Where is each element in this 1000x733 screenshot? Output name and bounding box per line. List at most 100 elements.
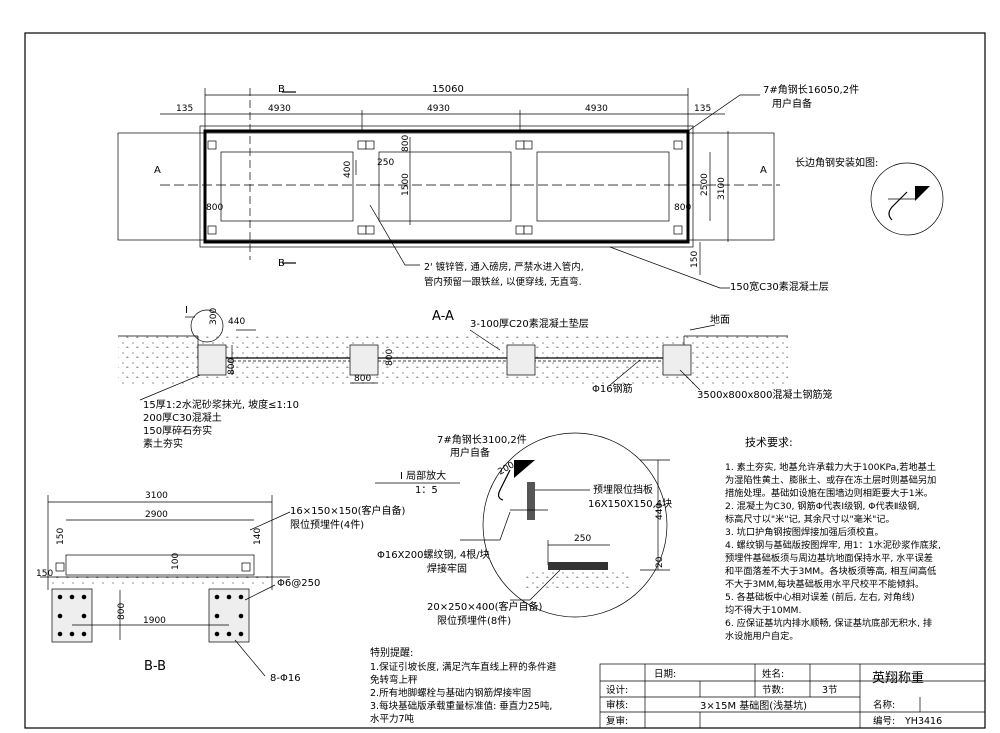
dim-440: 440 — [228, 317, 245, 327]
mark-i: I — [185, 305, 188, 316]
tech-line: 和平面落差不大于3MM。各块板须等高, 相互间高低 — [725, 565, 936, 577]
bb-dim-2900: 2900 — [145, 510, 168, 520]
detail-title: I 局部放大 — [400, 469, 446, 482]
dim-bay-1: 4930 — [268, 104, 291, 114]
note-angle-steel: 7#角钢长16050,2件 — [763, 83, 859, 96]
tips-line1: 1.保证引坡长度, 满足汽车直线上秤的条件避 — [370, 661, 557, 673]
tech-line: 不大于3MM,每块基础板用水平尺校平不能倾斜。 — [725, 578, 924, 590]
note-rebar: Φ16钢筋 — [592, 382, 633, 395]
tb-number-value: YH3416 — [904, 716, 942, 727]
bb-title: B-B — [144, 659, 166, 674]
section-b-top: B — [278, 84, 285, 95]
detail-i — [375, 432, 670, 618]
tech-line: 措施处理。基础如设施在围墙边则相距要大于1米。 — [725, 487, 933, 499]
tech-line: 5. 各基础板中心相对误差 (前后, 左右, 对角线) — [725, 591, 915, 603]
tb-section-count-label: 节数: — [762, 684, 784, 696]
tech-line: 1. 素土夯实, 地基允许承载力大于100KPa,若地基土 — [725, 461, 936, 473]
dim-800-h: 800 — [354, 374, 371, 384]
bb-dim-150-v: 150 — [56, 528, 66, 545]
detail-angle-note: 7#角钢长3100,2件 — [437, 433, 527, 446]
dim-bay-2: 4930 — [427, 104, 450, 114]
title-block — [599, 663, 986, 729]
tech-line: 水设施用户自定。 — [725, 630, 799, 642]
tb-review-label: 审核: — [606, 699, 628, 711]
tb-recheck-label: 复审: — [606, 715, 628, 727]
detail-embed-1: 20×250×400(客户自备) — [427, 600, 543, 613]
tips-line4: 3.每块基础版承载重量标准值: 垂直力25吨, — [370, 700, 552, 712]
bb-dim-100: 100 — [171, 553, 181, 570]
note-corner-install: 长边角钢安装如图: — [795, 156, 878, 169]
tech-title: 技术要求: — [745, 436, 793, 449]
plan-view — [117, 88, 944, 289]
tech-line: 预埋件基础板须与周边基坑地面保持水平, 水平误差 — [725, 552, 933, 564]
detail-stop-plate: 预埋限位挡板 — [593, 483, 653, 496]
tb-design-label: 设计: — [606, 684, 628, 696]
bb-dim-150-h: 150 — [36, 569, 53, 579]
bb-note-main-bar: 8-Φ16 — [270, 673, 301, 684]
bb-note-stirrup: Φ6@250 — [277, 578, 320, 589]
tb-date-label: 日期: — [654, 669, 676, 680]
bb-note-embed-1: 16×150×150(客户自备) — [290, 504, 406, 517]
tips-line3: 2.所有地脚螺栓与基础内钢筋焊接牢固 — [370, 687, 531, 699]
dim-left-margin: 135 — [176, 104, 193, 114]
detail-embed-2: 限位预埋件(8件) — [437, 614, 511, 627]
tech-line: 2. 混凝土为C30, 钢筋Φ代表Ⅰ级钢, Φ代表Ⅱ级钢, — [725, 500, 920, 512]
tech-line: 4. 螺纹钢与基础版按图焊牢, 用1：1水泥砂浆作底浆, — [725, 539, 941, 551]
detail-scale: 1：5 — [415, 485, 438, 496]
tb-section-count-value: 3节 — [822, 685, 838, 696]
note-ground: 地面 — [710, 313, 730, 326]
bb-note-embed-2: 限位预埋件(4件) — [290, 518, 364, 531]
dim-150: 150 — [690, 251, 700, 268]
detail-bolt-1: Φ16X200螺纹钢, 4根/块 — [377, 548, 490, 561]
tech-line: 均不得大于10MM. — [725, 604, 801, 616]
note-cushion: 3-100厚C20素混凝土垫层 — [470, 317, 589, 330]
tech-line: 为湿陷性黄土、膨胀土、或存在冻土层时则基础另加 — [725, 474, 936, 486]
dim-800-top: 800 — [401, 135, 411, 152]
bb-dim-3100: 3100 — [145, 491, 168, 501]
section-aa — [118, 309, 788, 401]
detail-bolt-2: 焊接牢固 — [427, 562, 467, 575]
tb-company: 英翔称重 — [872, 670, 924, 686]
dim-3100: 3100 — [717, 177, 727, 200]
drawing-frame — [24, 32, 986, 729]
note-user-supply: 用户自备 — [772, 97, 812, 110]
detail-dim-250: 250 — [574, 534, 591, 544]
tech-line: 标高尺寸以"米"记, 其余尺寸以"毫米"记。 — [725, 513, 895, 525]
tb-name2-label: 名称: — [873, 699, 895, 711]
layer-4: 素土夯实 — [143, 437, 183, 450]
bb-dim-140: 140 — [253, 528, 263, 545]
dim-800-r: 800 — [385, 349, 395, 366]
note-pipe-2: 管内预留一跟铁丝, 以便穿线, 无直弯. — [424, 276, 582, 288]
note-concrete-layer: 150宽C30素混凝土层 — [730, 280, 829, 293]
tips-line5: 水平力7吨 — [370, 713, 415, 725]
section-a-left: A — [154, 165, 161, 176]
tech-line: 6. 应保证基坑内排水顺畅, 保证基坑底部无积水, 排 — [725, 617, 932, 629]
section-aa-title: A-A — [432, 309, 454, 324]
dim-right-margin: 135 — [694, 104, 711, 114]
layer-2: 200厚C30混凝土 — [143, 411, 222, 424]
bb-dim-800: 800 — [117, 603, 127, 620]
dim-total: 15060 — [432, 84, 464, 95]
note-pipe-1: 2' 镀锌管, 通入磅房, 严禁水进入管内, — [424, 261, 584, 273]
tips-line2: 免转弯上秤 — [370, 674, 418, 686]
dim-800-left: 800 — [206, 203, 223, 213]
detail-user-supply: 用户自备 — [450, 446, 490, 459]
layer-3: 150厚碎石夯实 — [143, 424, 212, 437]
section-b-bottom: B — [278, 258, 285, 269]
tb-name-label: 姓名: — [762, 668, 784, 680]
dim-bay-3: 4930 — [585, 104, 608, 114]
dim-250: 250 — [377, 158, 394, 168]
tb-number-label: 编号: — [873, 715, 895, 727]
bb-dim-1900: 1900 — [143, 616, 166, 626]
detail-dim-200: 200 — [497, 460, 517, 477]
tb-drawing-title: 3×15M 基础图(浅基坑) — [700, 699, 807, 712]
detail-dim-20: 20 — [655, 556, 665, 568]
dim-800-right: 800 — [674, 203, 691, 213]
dim-300: 300 — [209, 308, 219, 325]
section-a-right: A — [760, 165, 767, 176]
tech-line: 3. 坑口护角钢按图焊接加强后须校直。 — [725, 526, 884, 538]
dim-800-v: 800 — [227, 358, 237, 375]
dim-2500: 2500 — [700, 173, 710, 196]
section-bb — [40, 495, 291, 677]
